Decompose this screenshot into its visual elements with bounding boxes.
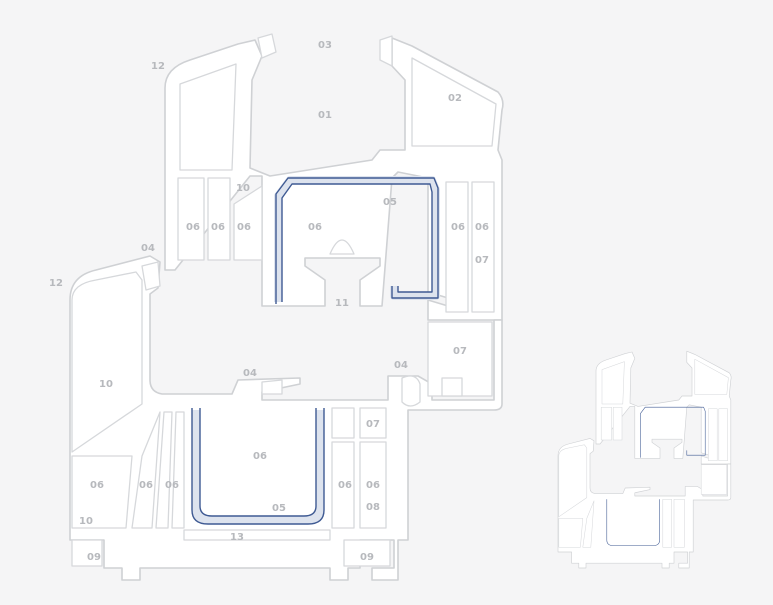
label-07-a: 07 (475, 255, 489, 266)
thumbnail-cross-section (557, 350, 732, 569)
label-07-b: 07 (453, 346, 467, 357)
label-05-lower: 05 (272, 503, 286, 514)
label-10-upper: 10 (236, 183, 250, 194)
label-06-i: 06 (139, 480, 153, 491)
label-06-c: 06 (237, 222, 251, 233)
label-06-k: 06 (338, 480, 352, 491)
label-01: 01 (318, 110, 332, 121)
lower-frame-profile (69, 255, 503, 581)
main-cross-section: 03 02 01 12 10 05 06 06 06 06 06 06 04 0… (49, 33, 504, 581)
label-02: 02 (448, 93, 462, 104)
steel-reinforcement-lower (191, 408, 325, 525)
label-11: 11 (335, 298, 349, 309)
label-04-a: 04 (141, 243, 155, 254)
label-06-l: 06 (366, 480, 380, 491)
steel-reinforcement-upper (274, 176, 440, 304)
label-12-upper: 12 (151, 61, 165, 72)
label-04-b: 04 (394, 360, 408, 371)
label-09-left: 09 (87, 552, 101, 563)
label-06-e: 06 (451, 222, 465, 233)
label-03: 03 (318, 40, 332, 51)
label-06-g: 06 (253, 451, 267, 462)
label-06-h: 06 (90, 480, 104, 491)
label-06-f: 06 (475, 222, 489, 233)
label-05-upper: 05 (383, 197, 397, 208)
label-10-lower: 10 (79, 516, 93, 527)
callout-labels: 03 02 01 12 10 05 06 06 06 06 06 06 04 0… (49, 40, 489, 563)
label-06-d: 06 (308, 222, 322, 233)
label-12-lower: 12 (49, 278, 63, 289)
label-13: 13 (230, 532, 244, 543)
label-06-j: 06 (165, 480, 179, 491)
label-10-middle: 10 (99, 379, 113, 390)
label-09-right: 09 (360, 552, 374, 563)
label-06-b: 06 (211, 222, 225, 233)
label-07-c: 07 (366, 419, 380, 430)
label-06-a: 06 (186, 222, 200, 233)
label-04-c: 04 (243, 368, 257, 379)
label-08: 08 (366, 502, 380, 513)
